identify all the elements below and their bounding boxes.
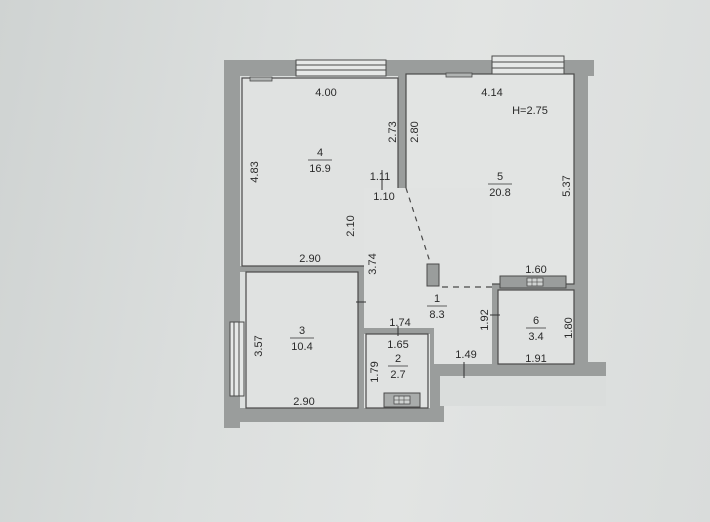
ceiling-height: H=2.75 (512, 105, 548, 117)
room-5-number: 5 (497, 171, 503, 183)
dim-r4-top: 4.00 (315, 87, 336, 99)
room-labels: 4 16.9 5 20.8 1 8.3 3 10.4 2 2.7 6 3.4 H… (290, 105, 548, 381)
room-1-floor-ext (434, 290, 492, 364)
dim-niche-bottom: 1.10 (373, 191, 394, 203)
sink-icon (383, 392, 421, 408)
dim-r6-top: 1.60 (525, 264, 546, 276)
radiator-room-4 (249, 76, 273, 82)
dim-r5-top: 4.14 (481, 87, 502, 99)
dim-r3-bottom: 2.90 (293, 396, 314, 408)
dim-r4-right-inner: 2.73 (387, 121, 399, 142)
dim-r6-bottom: 1.91 (525, 353, 546, 365)
dim-r5-left: 2.80 (409, 121, 421, 142)
dim-hall-left: 3.74 (367, 253, 379, 274)
dim-r4-left: 4.83 (249, 161, 261, 182)
lower-area (440, 376, 606, 406)
zone-divider-diagonal (405, 187, 431, 263)
room-4-number: 4 (317, 147, 323, 159)
room-3-number: 3 (299, 325, 305, 337)
room-5-area: 20.8 (489, 187, 510, 199)
room-3-floor (245, 271, 359, 409)
dim-r4-bottom: 2.90 (299, 253, 320, 265)
dim-niche-top: 1.11 (370, 171, 391, 183)
window-room-4 (295, 59, 387, 77)
room-1-area: 8.3 (429, 309, 444, 321)
room-2-area: 2.7 (390, 369, 405, 381)
window-room-5 (491, 55, 565, 75)
dim-r6-right: 1.80 (563, 317, 575, 338)
dim-hall-bottom: 1.49 (455, 349, 476, 361)
room-6-floor (497, 289, 575, 365)
radiator-room-5 (445, 72, 473, 78)
dimension-labels: 4.00 4.14 2.90 1.11 1.10 1.60 1.74 1.65 … (249, 87, 575, 408)
window-room-3 (229, 321, 245, 397)
room-4-area: 16.9 (309, 163, 330, 175)
column-icon (426, 263, 440, 287)
room-floors (241, 73, 606, 409)
stove-icon (499, 275, 567, 289)
dim-r2-top-outer: 1.74 (389, 317, 410, 329)
dim-r3-left: 3.57 (253, 335, 265, 356)
dim-r4-right-lower: 2.10 (345, 215, 357, 236)
room-6-number: 6 (533, 315, 539, 327)
room-2-number: 2 (395, 353, 401, 365)
dim-r2-top: 1.65 (387, 339, 408, 351)
dim-r2-left: 1.79 (369, 361, 381, 382)
room-6-area: 3.4 (528, 331, 543, 343)
dim-r6-left: 1.92 (479, 309, 491, 330)
room-1-number: 1 (434, 293, 440, 305)
windows (229, 55, 565, 397)
dim-r5-right: 5.37 (561, 175, 573, 196)
room-3-area: 10.4 (291, 341, 312, 353)
